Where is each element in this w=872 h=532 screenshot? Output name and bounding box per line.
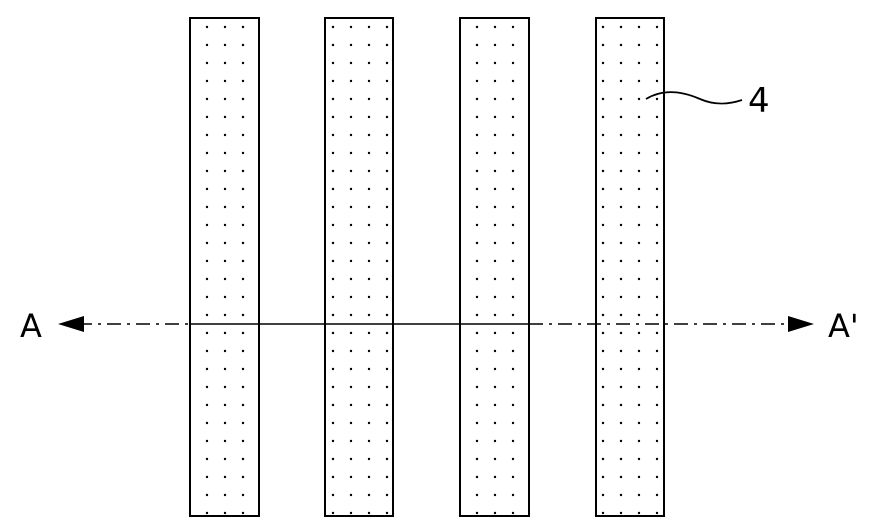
section-start-label: A: [20, 307, 42, 345]
strip-2: [325, 18, 393, 516]
arrowhead-left: [58, 316, 84, 332]
reference-numeral-label: 4: [748, 81, 770, 121]
strip-4: [596, 18, 664, 516]
arrowhead-right: [788, 316, 814, 332]
section-end-label: A': [828, 307, 859, 345]
strip-3: [460, 18, 529, 516]
strip-1: [190, 18, 259, 516]
section-line: [58, 316, 814, 332]
